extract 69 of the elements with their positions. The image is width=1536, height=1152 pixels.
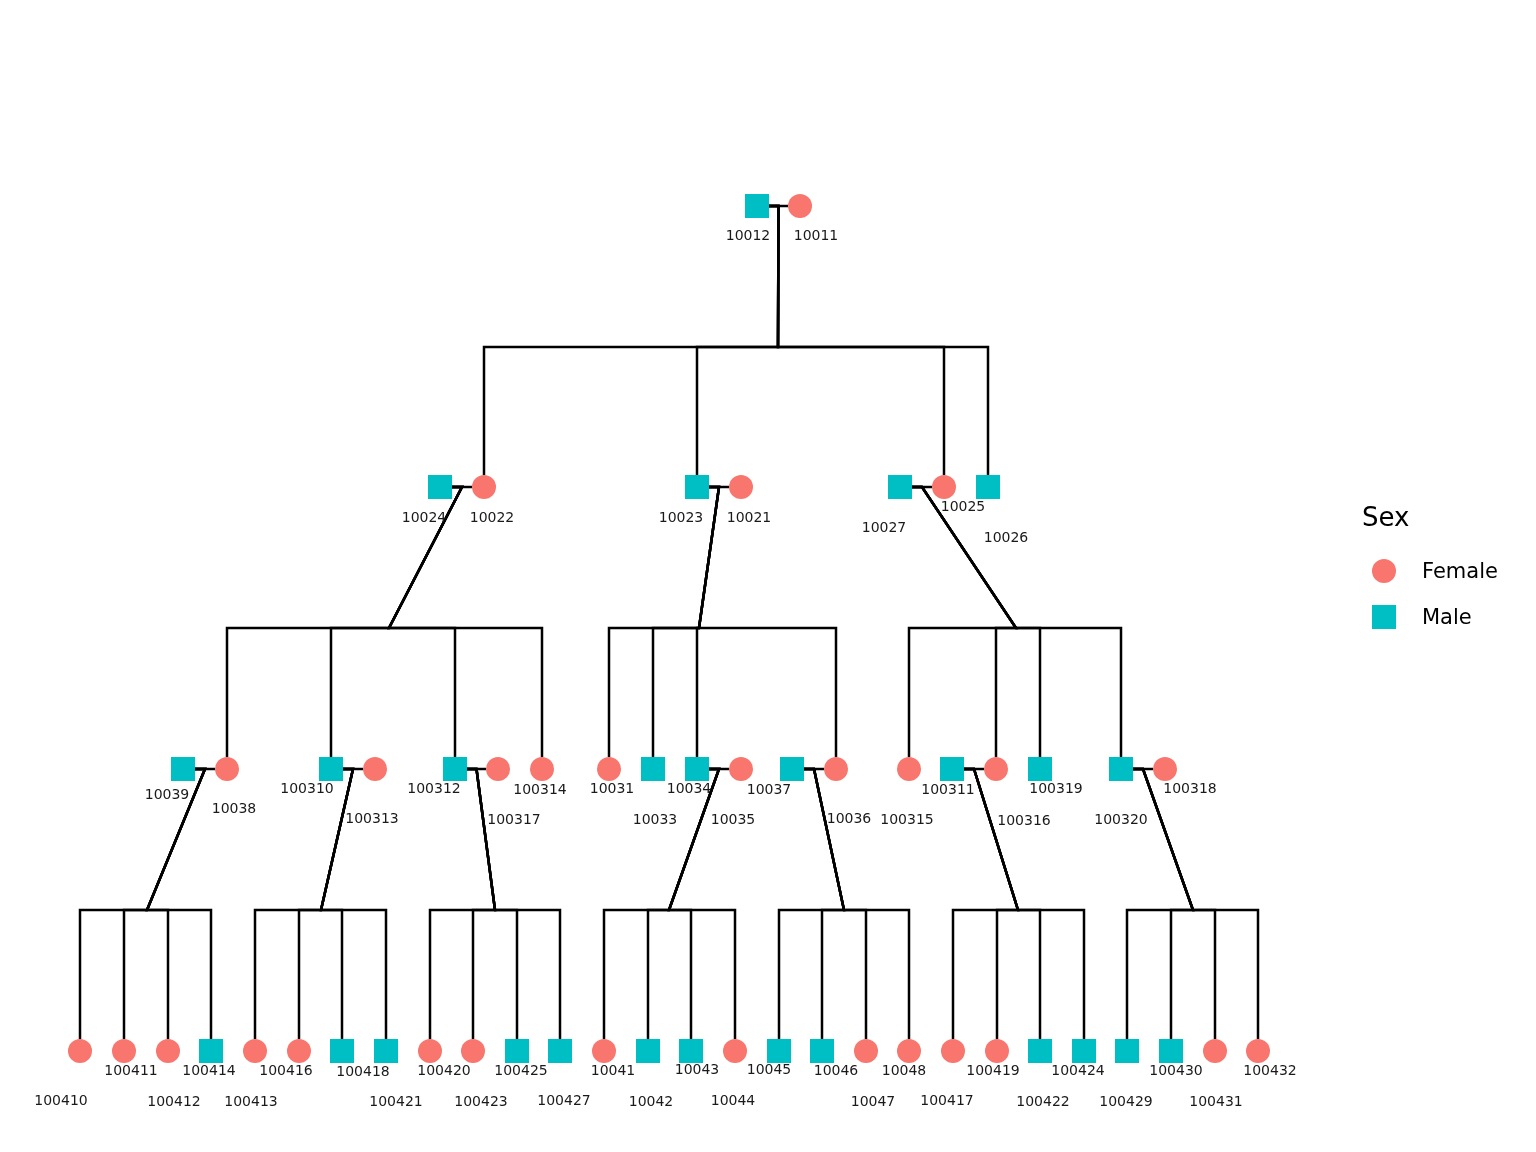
individual-id: 10039 <box>144 787 190 801</box>
descent-line <box>667 767 737 1039</box>
individual-id: 100419 <box>966 1063 1020 1077</box>
descent-line <box>912 485 1123 757</box>
individual-id: 100320 <box>1094 812 1148 826</box>
individual-id: 10034 <box>666 781 712 795</box>
individual-id: 10041 <box>590 1063 636 1077</box>
individual-id: 100319 <box>1029 781 1083 795</box>
descent-line <box>964 767 1086 1039</box>
individual-id: 10012 <box>725 228 771 242</box>
descent-line <box>319 767 388 1039</box>
individual-id: 100425 <box>494 1063 548 1077</box>
descent-line <box>467 767 562 1039</box>
individual-id: 100420 <box>417 1063 471 1077</box>
individual-id: 10043 <box>674 1062 720 1076</box>
individual-id: 10027 <box>861 520 907 534</box>
individual-id: 100427 <box>537 1093 591 1107</box>
individual-id: 10025 <box>940 499 986 513</box>
individual-id: 100311 <box>921 782 975 796</box>
individual-id: 100412 <box>147 1094 201 1108</box>
individual-id: 100414 <box>182 1063 236 1077</box>
individual-id: 100417 <box>920 1093 974 1107</box>
individual-id: 100423 <box>454 1094 508 1108</box>
individual-id: 10042 <box>628 1094 674 1108</box>
individual-id: 100421 <box>369 1094 423 1108</box>
individual-id: 100429 <box>1099 1094 1153 1108</box>
individual-id: 10045 <box>746 1062 792 1076</box>
individual-id: 10023 <box>658 510 704 524</box>
legend-title: Sex <box>1362 504 1410 530</box>
individual-id: 100317 <box>487 812 541 826</box>
individual-id: 100430 <box>1149 1063 1203 1077</box>
legend-label: Male <box>1422 606 1472 628</box>
individual-id: 10035 <box>710 812 756 826</box>
individual-id: 100314 <box>513 782 567 796</box>
descent-line <box>769 204 990 475</box>
individual-id: 10037 <box>746 782 792 796</box>
individual-id: 100424 <box>1051 1063 1105 1077</box>
individual-id: 100410 <box>34 1093 88 1107</box>
individual-id: 100313 <box>345 811 399 825</box>
descent-line <box>804 767 911 1039</box>
individual-id: 100411 <box>104 1063 158 1077</box>
individual-id: 10031 <box>589 781 635 795</box>
individual-id: 10038 <box>211 801 257 815</box>
individual-id: 10044 <box>710 1093 756 1107</box>
individual-id: 10033 <box>632 812 678 826</box>
individual-id: 100318 <box>1163 781 1217 795</box>
individual-id: 100418 <box>336 1064 390 1078</box>
individual-id: 100312 <box>407 781 461 795</box>
descent-line <box>1133 767 1260 1039</box>
individual-id: 10046 <box>813 1063 859 1077</box>
individual-id: 100416 <box>259 1063 313 1077</box>
individual-id: 10011 <box>793 228 839 242</box>
legend-label: Female <box>1422 560 1498 582</box>
descent-line <box>697 485 838 757</box>
individual-id: 10026 <box>983 530 1029 544</box>
individual-id: 100422 <box>1016 1094 1070 1108</box>
individual-id: 100413 <box>224 1094 278 1108</box>
descent-line <box>386 485 544 757</box>
individual-id: 100432 <box>1243 1063 1297 1077</box>
individual-id: 100315 <box>880 812 934 826</box>
individual-id: 10022 <box>469 510 515 524</box>
individual-id: 10024 <box>401 510 447 524</box>
individual-id: 100431 <box>1189 1094 1243 1108</box>
individual-id: 10047 <box>850 1094 896 1108</box>
individual-id: 100310 <box>280 781 334 795</box>
individual-id: 100316 <box>997 813 1051 827</box>
individual-id: 10036 <box>826 811 872 825</box>
individual-id: 10021 <box>726 510 772 524</box>
individual-id: 10048 <box>881 1063 927 1077</box>
